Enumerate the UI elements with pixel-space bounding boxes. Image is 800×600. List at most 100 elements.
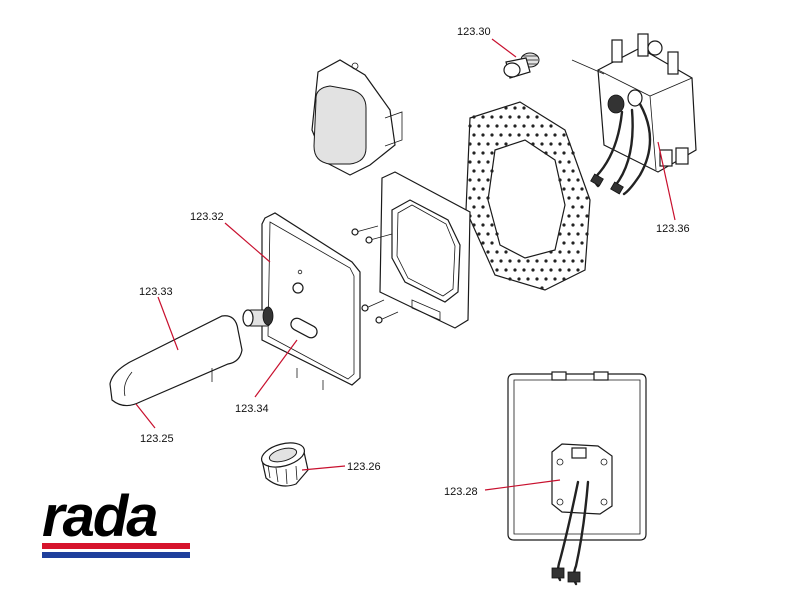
perforation-dot: [567, 142, 571, 146]
perforation-dot: [486, 232, 490, 236]
spout: [109, 315, 243, 407]
perforation-dot: [544, 151, 548, 155]
perforation-dot: [535, 115, 539, 119]
perforation-dot: [562, 187, 566, 191]
perforation-dot: [580, 223, 584, 227]
perforation-dot: [549, 250, 553, 254]
perforation-dot: [562, 169, 566, 173]
perforation-dot: [508, 277, 512, 281]
perforation-dot: [562, 151, 566, 155]
perforation-dot: [477, 124, 481, 128]
rada-logo-red-stripe: [42, 543, 190, 549]
perforation-dot: [477, 196, 481, 200]
perforation-dot: [558, 268, 562, 272]
perforation-dot: [526, 133, 530, 137]
perforation-dot: [544, 259, 548, 263]
perforation-dot: [486, 124, 490, 128]
rada-logo-wordmark: rada: [42, 484, 157, 549]
perforation-dot: [481, 223, 485, 227]
leader-line-12334: [254, 339, 298, 398]
perforation-dot: [580, 259, 584, 263]
perforation-dot: [486, 196, 490, 200]
perforation-dot: [558, 142, 562, 146]
perforation-dot: [522, 106, 526, 110]
screw: [351, 225, 379, 236]
perforation-dot: [540, 286, 544, 290]
perforation-dot: [468, 124, 472, 128]
perforation-dot: [504, 142, 508, 146]
perforation-dot: [517, 259, 521, 263]
perforation-dot: [504, 106, 508, 110]
perforation-dot: [571, 223, 575, 227]
perforation-dot: [576, 214, 580, 218]
perforation-dot: [477, 232, 481, 236]
screw: [375, 311, 399, 324]
perforation-dot: [562, 223, 566, 227]
perforation-dot: [544, 277, 548, 281]
perforation-dot: [531, 142, 535, 146]
perforation-dot: [481, 187, 485, 191]
perforation-dot: [558, 232, 562, 236]
perforation-dot: [535, 259, 539, 263]
perforation-dot: [472, 205, 476, 209]
perforation-dot: [585, 214, 589, 218]
perforation-dot: [540, 142, 544, 146]
perforation-dot: [580, 241, 584, 245]
mounting-frame: [379, 171, 471, 329]
perforation-dot: [472, 133, 476, 137]
perforation-dot: [517, 115, 521, 119]
perforation-dot: [490, 259, 494, 263]
perforation-dot: [580, 205, 584, 209]
perforation-dot: [490, 133, 494, 137]
leader-line-12332: [224, 222, 271, 263]
perforation-dot: [571, 151, 575, 155]
rear-cover-shell: [311, 59, 403, 176]
perforation-dot: [495, 124, 499, 128]
perforation-dot: [481, 151, 485, 155]
perforation-dot: [567, 196, 571, 200]
perforation-dot: [553, 151, 557, 155]
perforation-dot: [508, 259, 512, 263]
perforation-dot: [468, 142, 472, 146]
perforation-dot: [481, 205, 485, 209]
perforation-dot: [508, 133, 512, 137]
perforation-dot: [486, 142, 490, 146]
leader-line-12325: [135, 403, 156, 429]
spout-connector: [242, 306, 274, 327]
perforation-dot: [513, 124, 517, 128]
perforation-dot: [540, 268, 544, 272]
perforation-dot: [576, 250, 580, 254]
perforation-dot: [513, 106, 517, 110]
perforation-dot: [567, 268, 571, 272]
perforation-dot: [481, 169, 485, 173]
aerator: [260, 442, 309, 487]
perforation-dot: [567, 250, 571, 254]
perforation-dot: [472, 169, 476, 173]
perforation-dot: [571, 187, 575, 191]
perforation-dot: [490, 115, 494, 119]
callout-12332: 123.32: [190, 211, 224, 223]
perforation-dot: [576, 268, 580, 272]
perforation-dot: [490, 241, 494, 245]
screw: [361, 299, 385, 312]
perforation-dot: [517, 277, 521, 281]
perforation-dot: [508, 115, 512, 119]
perforation-dot: [499, 115, 503, 119]
perforation-dot: [535, 133, 539, 137]
perforation-dot: [567, 232, 571, 236]
rada-logo-blue-stripe: [42, 552, 190, 558]
perforation-dot: [504, 250, 508, 254]
perforation-dot: [481, 115, 485, 119]
perforation-dot: [486, 250, 490, 254]
perforation-dot: [477, 178, 481, 182]
perforation-dot: [562, 133, 566, 137]
leader-line-12328: [484, 479, 561, 491]
perforation-dot: [549, 268, 553, 272]
perforation-dot: [571, 259, 575, 263]
leader-line-12336: [657, 141, 676, 221]
perforation-dot: [558, 250, 562, 254]
perforation-dot: [472, 115, 476, 119]
perforation-dot: [553, 277, 557, 281]
perforation-dot: [495, 250, 499, 254]
perforation-dot: [490, 169, 494, 173]
